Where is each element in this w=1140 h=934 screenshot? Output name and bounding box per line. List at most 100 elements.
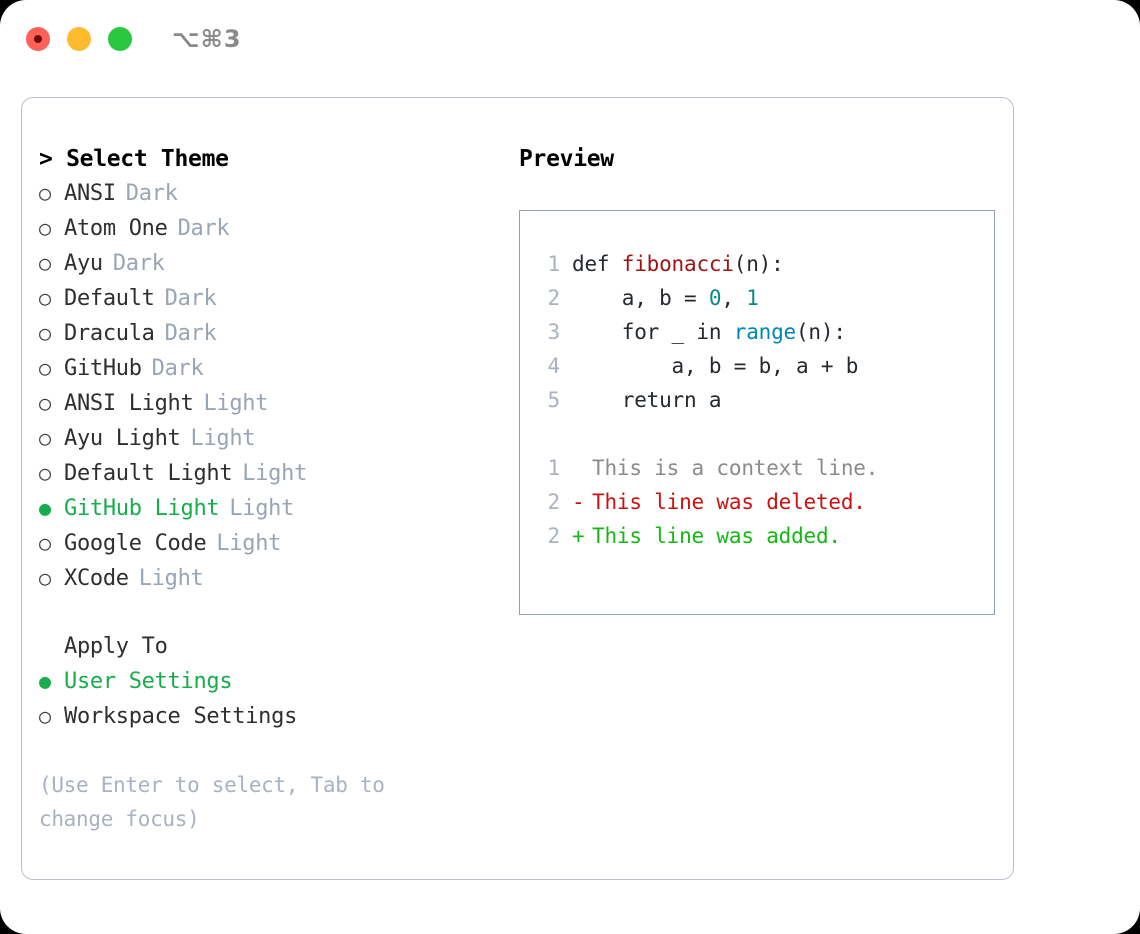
diff-marker bbox=[572, 451, 592, 485]
code-line: 2 a, b = 0, 1 bbox=[534, 281, 994, 315]
code-line: 5 return a bbox=[534, 383, 994, 417]
code-line: 3 for _ in range(n): bbox=[534, 315, 994, 349]
code-token: (n): bbox=[795, 320, 846, 344]
radio-unselected-icon: ○ bbox=[39, 251, 51, 275]
theme-variant-badge: Dark bbox=[164, 321, 217, 346]
radio-selected-icon: ● bbox=[39, 496, 51, 520]
code-line: 1 def fibonacci(n): bbox=[534, 247, 994, 281]
diff-marker: + bbox=[572, 524, 585, 548]
theme-option-label: Dracula bbox=[64, 321, 155, 346]
line-number: 2 bbox=[547, 286, 561, 310]
line-number: 2 bbox=[547, 524, 561, 548]
theme-option-label: ANSI Light bbox=[64, 391, 194, 416]
apply-to-list[interactable]: ● User Settings ○Workspace Settings bbox=[39, 664, 499, 734]
theme-variant-badge: Light bbox=[190, 426, 256, 451]
theme-variant-badge: Light bbox=[242, 461, 308, 486]
radio-unselected-icon: ○ bbox=[39, 426, 51, 450]
theme-option-github[interactable]: ○ GitHub Dark bbox=[39, 351, 499, 386]
close-button-icon[interactable] bbox=[26, 27, 50, 51]
apply-to-option-label: User Settings bbox=[64, 669, 233, 694]
code-token: range bbox=[733, 320, 796, 344]
theme-variant-badge: Light bbox=[203, 391, 269, 416]
theme-variant-badge: Dark bbox=[125, 181, 178, 206]
radio-unselected-icon: ○ bbox=[39, 566, 51, 590]
theme-option-label: Ayu Light bbox=[64, 426, 181, 451]
radio-unselected-icon: ○ bbox=[39, 181, 51, 205]
keyboard-shortcut-label: ⌥⌘3 bbox=[172, 25, 242, 53]
diff-line: 2-This line was deleted. bbox=[534, 485, 994, 519]
code-token: a, b = b, a + b bbox=[572, 354, 859, 378]
apply-to-option-label: Workspace Settings bbox=[64, 704, 298, 729]
code-text: def fibonacci(n): bbox=[572, 247, 784, 281]
code-token: for _ in bbox=[572, 320, 734, 344]
theme-option-label: Default Light bbox=[64, 461, 233, 486]
code-token: (n): bbox=[733, 252, 784, 276]
theme-variant-badge: Dark bbox=[151, 356, 204, 381]
line-number: 4 bbox=[547, 354, 561, 378]
code-token: fibonacci bbox=[621, 252, 734, 276]
theme-option-label: GitHub Light bbox=[64, 496, 220, 521]
radio-unselected-icon: ○ bbox=[39, 356, 51, 380]
theme-option-label: Atom One bbox=[64, 216, 168, 241]
spacer bbox=[534, 417, 994, 451]
apply-to-option-user-settings[interactable]: ● User Settings bbox=[39, 664, 499, 699]
code-token: , bbox=[721, 286, 747, 310]
theme-variant-badge: Light bbox=[216, 531, 282, 556]
theme-option-github-light[interactable]: ● GitHub Light Light bbox=[39, 491, 499, 526]
theme-option-label: GitHub bbox=[64, 356, 142, 381]
theme-variant-badge: Dark bbox=[177, 216, 230, 241]
diff-text: This line was deleted. bbox=[592, 490, 866, 514]
theme-variant-badge: Light bbox=[229, 496, 295, 521]
radio-unselected-icon: ○ bbox=[39, 286, 51, 310]
code-token: def bbox=[572, 252, 622, 276]
keyboard-hint-text: (Use Enter to select, Tab to change focu… bbox=[39, 773, 385, 831]
window-controls bbox=[26, 27, 132, 51]
preview-heading: Preview bbox=[519, 146, 614, 172]
code-line: 4 a, b = b, a + b bbox=[534, 349, 994, 383]
theme-option-label: ANSI bbox=[64, 181, 116, 206]
line-number: 3 bbox=[547, 320, 561, 344]
theme-option-label: Ayu bbox=[64, 251, 103, 276]
code-token: 0 bbox=[708, 286, 722, 310]
code-token: 1 bbox=[746, 286, 759, 310]
code-text: for _ in range(n): bbox=[572, 315, 846, 349]
minimize-button-icon[interactable] bbox=[67, 27, 91, 51]
diff-line: 2 + This line was added. bbox=[534, 519, 994, 553]
theme-option-google-code[interactable]: ○ Google Code Light bbox=[39, 526, 499, 561]
radio-selected-icon: ● bbox=[39, 669, 51, 693]
theme-option-label: Google Code bbox=[64, 531, 207, 556]
spacer bbox=[39, 596, 499, 630]
diff-text: This line was added. bbox=[592, 524, 841, 548]
close-dot-icon bbox=[34, 35, 42, 43]
line-number: 1 bbox=[547, 252, 561, 276]
theme-option-label: Default bbox=[64, 286, 155, 311]
code-text: return a bbox=[572, 383, 722, 417]
diff-sample: 1 This is a context line. 2-This line was… bbox=[534, 451, 994, 553]
maximize-button-icon[interactable] bbox=[108, 27, 132, 51]
theme-option-label: XCode bbox=[64, 566, 129, 591]
code-token: a, b = bbox=[572, 286, 709, 310]
line-number: 5 bbox=[547, 388, 561, 412]
theme-option-ansi[interactable]: ○ ANSI Dark bbox=[39, 176, 499, 211]
theme-variant-badge: Dark bbox=[164, 286, 217, 311]
diff-text: This is a context line. bbox=[592, 456, 879, 480]
radio-unselected-icon: ○ bbox=[39, 531, 51, 555]
code-text: a, b = 0, 1 bbox=[572, 281, 759, 315]
line-number: 1 bbox=[547, 456, 561, 480]
theme-option-ayu-light[interactable]: ○ Ayu Light Light bbox=[39, 421, 499, 456]
line-number: 2 bbox=[547, 490, 561, 514]
apply-to-option-workspace-settings[interactable]: ○Workspace Settings bbox=[39, 699, 499, 734]
theme-option-default[interactable]: ○ Default Dark bbox=[39, 281, 499, 316]
code-text: a, b = b, a + b bbox=[572, 349, 859, 383]
